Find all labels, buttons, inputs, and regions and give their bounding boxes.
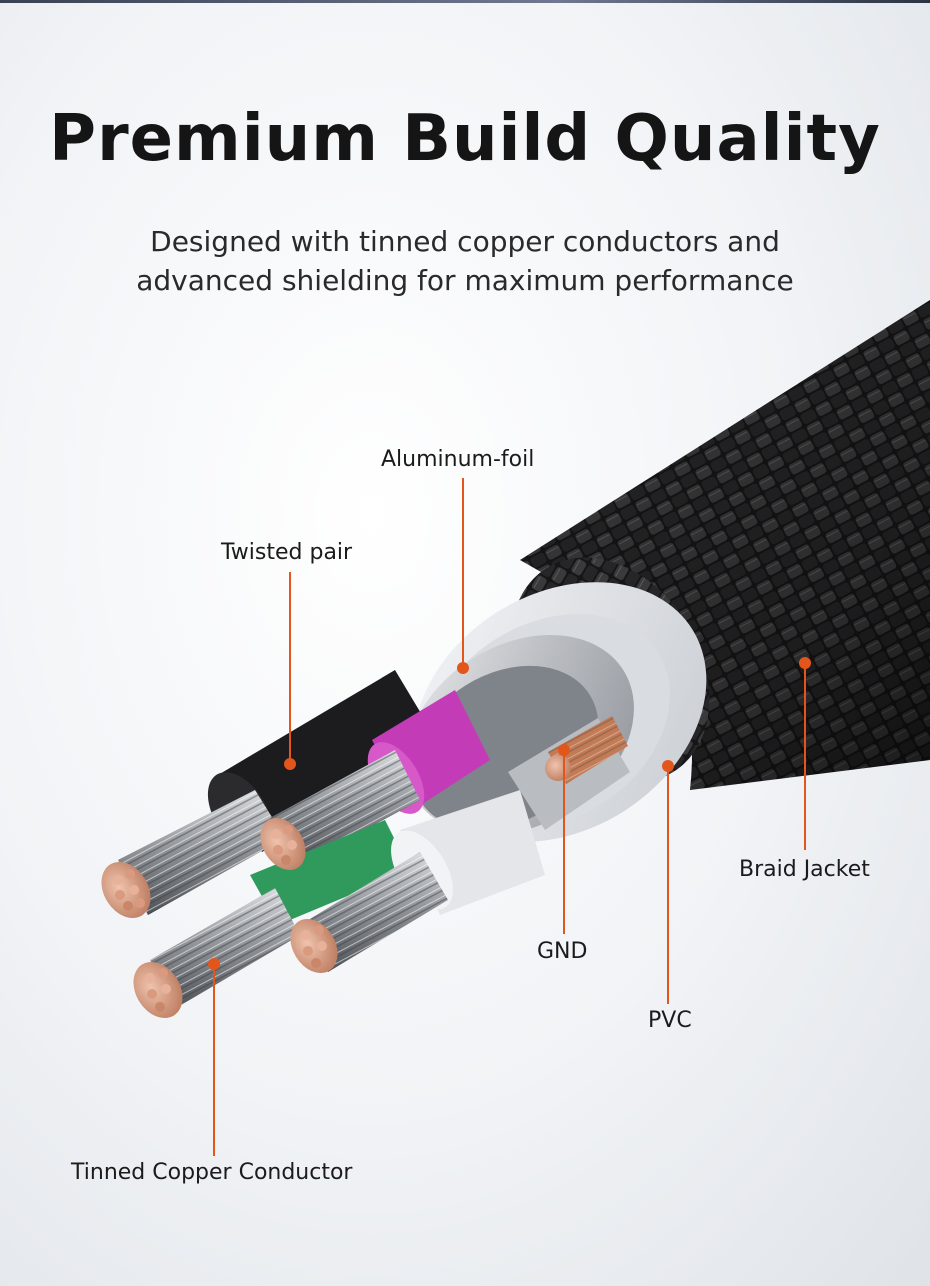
subtitle-line-1: Designed with tinned copper conductors a… [150,225,780,258]
callout-gnd: GND [537,939,588,964]
conductor-face-magenta [260,817,306,871]
page-subtitle: Designed with tinned copper conductors a… [0,222,930,300]
callout-leaders [208,478,811,1156]
conductor-face-green [133,962,183,1018]
page-title: Premium Build Quality [49,102,881,176]
gnd-drain-wire-graphic [508,716,630,830]
white-wire-graphic [300,790,545,972]
leader-gnd [558,744,570,934]
callout-twisted-pair: Twisted pair [221,540,353,565]
callout-pvc: PVC [648,1008,692,1033]
leader-tinned-copper [208,958,220,1156]
top-accent-bar [0,0,930,3]
subtitle-line-2: advanced shielding for maximum performan… [136,264,794,297]
conductor-end-faces [101,817,338,1018]
callout-aluminum-foil: Aluminum-foil [381,447,535,472]
callout-braid-jacket: Braid Jacket [739,857,870,882]
conductor-face-white [290,919,338,973]
leader-braid-jacket [799,657,811,850]
black-wire-graphic [118,670,440,915]
leader-twisted-pair [284,572,296,770]
leader-pvc [662,760,674,1004]
leader-aluminum-foil [457,478,469,674]
green-wire-graphic [150,820,410,1008]
magenta-wire-graphic [270,690,490,866]
conductor-face-black [101,862,151,918]
callout-tinned-copper-conductor: Tinned Copper Conductor [71,1160,353,1185]
